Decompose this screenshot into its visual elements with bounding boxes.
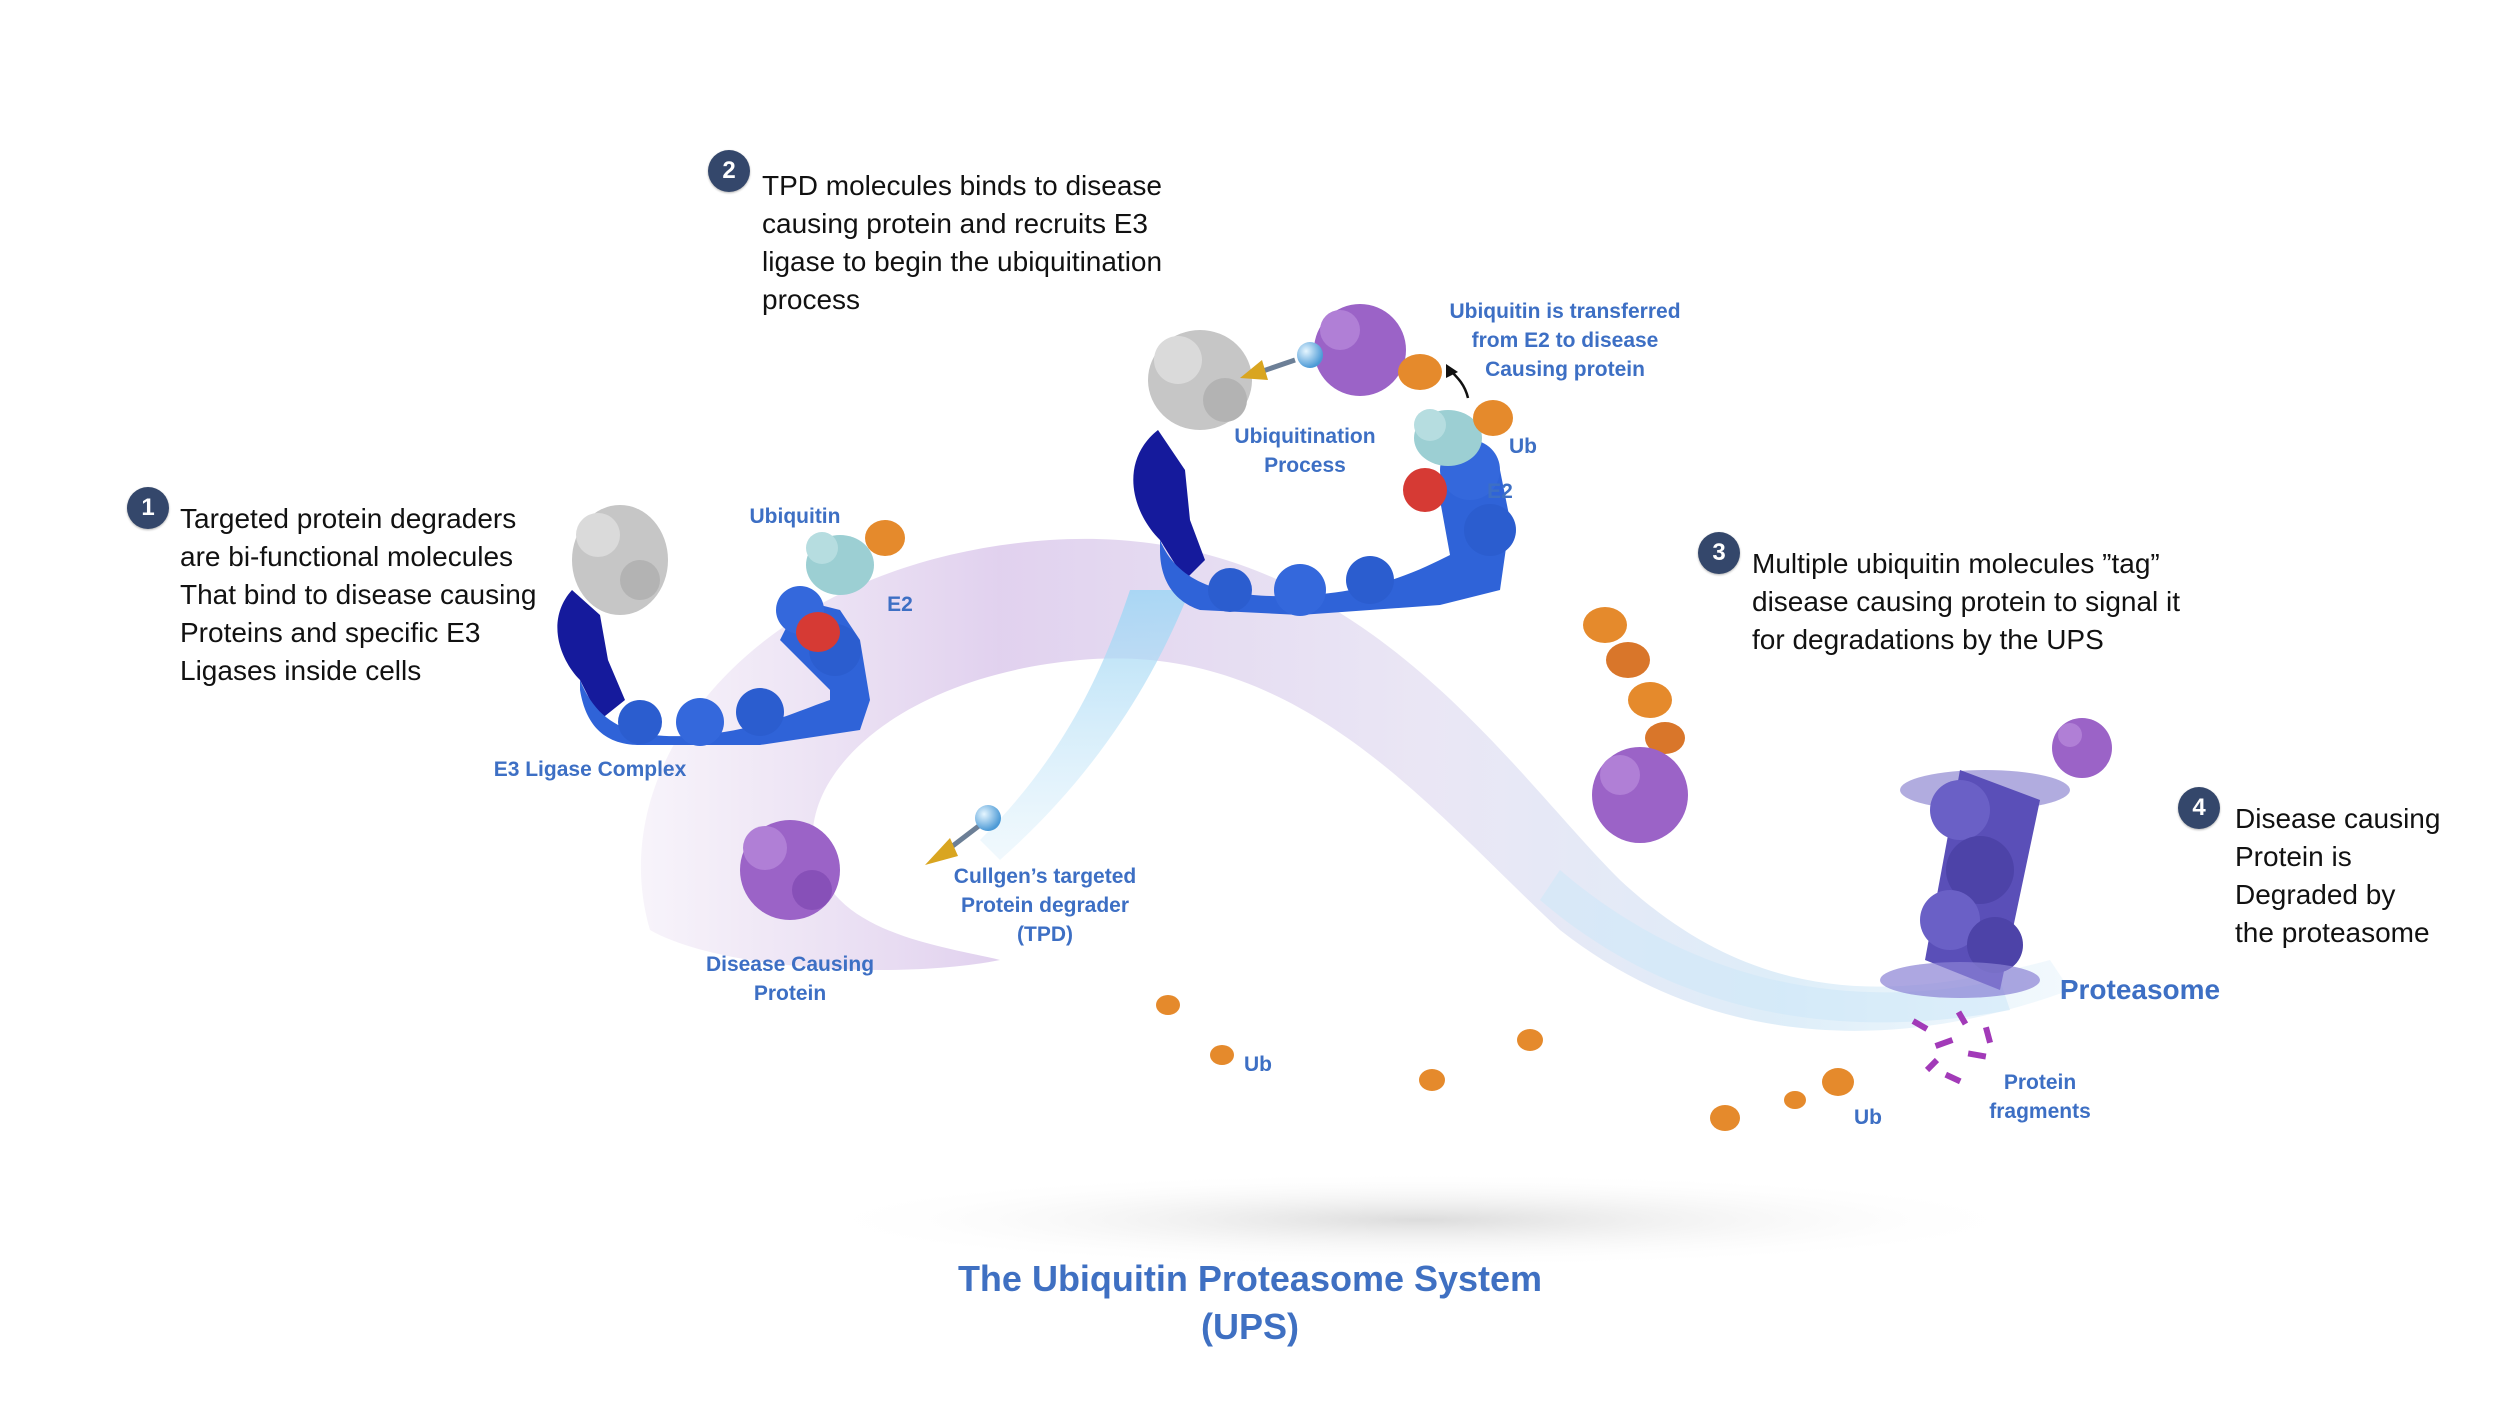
step-2-badge: 2 (708, 150, 750, 192)
tpd-label: Cullgen’s targeted Protein degrader (TPD… (953, 865, 1137, 946)
ub-label-top: Ub (1509, 435, 1537, 458)
step-3-description: Multiple ubiquitin molecules ”tag” disea… (1752, 548, 2181, 655)
tpd-molecule-left (925, 805, 1001, 865)
light-beam-left (980, 590, 1190, 860)
diagram-title: The Ubiquitin Proteasome System (UPS) (957, 1258, 1543, 1347)
step-4-badge: 4 (2178, 787, 2220, 829)
disease-causing-protein-label: Disease Causing Protein (705, 953, 875, 1005)
e3-ligase-complex-label: E3 Ligase Complex (493, 758, 687, 781)
ub-label-middle: Ub (1244, 1053, 1272, 1076)
step-1-description: Targeted protein degraders are bi-functi… (180, 503, 537, 686)
e2-label-left: E2 (887, 593, 913, 616)
ubiquitination-process-label: Ubiquitination Process (1234, 425, 1376, 477)
proteasome (1880, 718, 2112, 1085)
step-2-description: TPD molecules binds to disease causing p… (762, 170, 1163, 315)
ubiquitin-label: Ubiquitin (749, 505, 841, 528)
protein-fragments-label: Protein fragments (1989, 1071, 2091, 1123)
ub-label-right: Ub (1854, 1106, 1882, 1129)
e2-label-top: E2 (1487, 480, 1513, 503)
ubiquitin-chain-tagged-protein (1583, 607, 1688, 843)
proteasome-label: Proteasome (2059, 974, 2221, 1005)
step-3-badge: 3 (1698, 532, 1740, 574)
light-beam-right (1540, 870, 2010, 1023)
e3-ligase-complex-top (1133, 304, 1516, 616)
floor-shadow (800, 1172, 2040, 1268)
step-1-badge: 1 (127, 487, 169, 529)
ubiquitin-transfer-label: Ubiquitin is transferred from E2 to dise… (1449, 300, 1681, 381)
disease-causing-protein-left (740, 820, 840, 920)
step-4-description: Disease causing Protein is Degraded by t… (2235, 803, 2441, 948)
free-ubiquitin-molecules (1156, 995, 1854, 1131)
e3-ligase-complex-left (557, 505, 905, 746)
process-ribbon (640, 538, 2070, 1031)
